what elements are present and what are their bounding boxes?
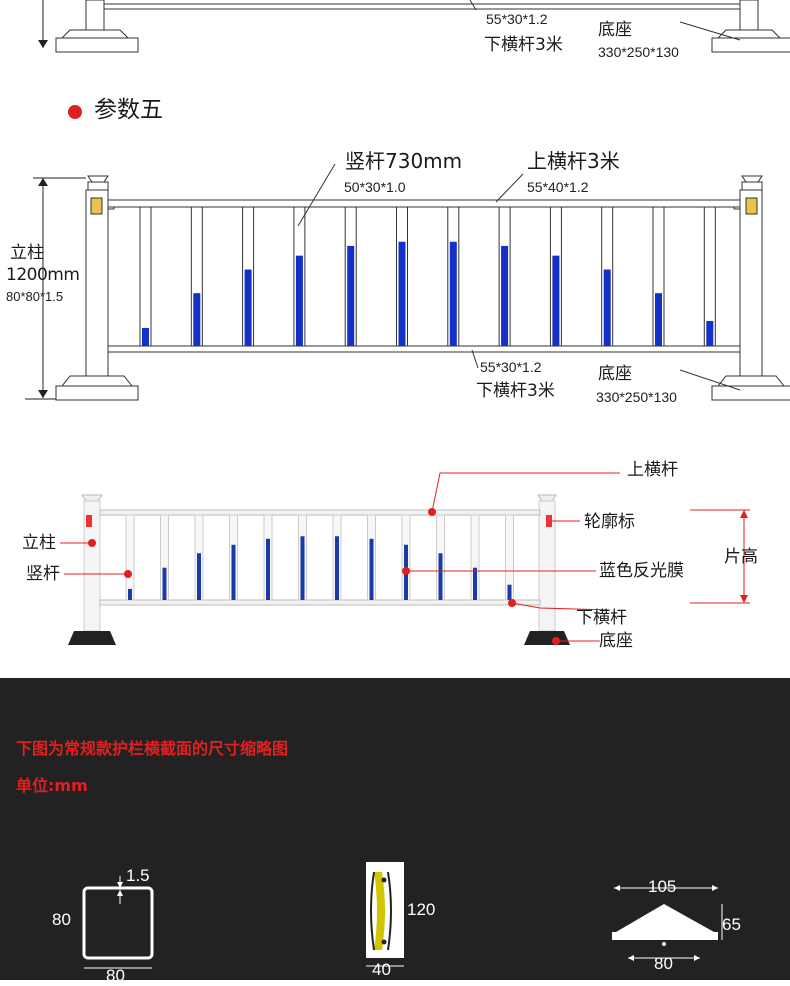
top-lower-rail-spec: 55*30*1.2 xyxy=(486,11,548,27)
fence-drawing xyxy=(25,163,790,401)
picket-reflective-film xyxy=(501,245,509,346)
post-spec: 80*80*1.5 xyxy=(6,289,64,304)
photo-left-base xyxy=(68,631,116,645)
upper-rail-label: 上横杆3米 xyxy=(527,149,620,173)
cap-section xyxy=(612,885,723,961)
picket-reflective-film xyxy=(347,245,355,346)
label-picket: 竖杆 xyxy=(26,564,60,584)
picket-label: 竖杆730mm xyxy=(345,149,463,173)
reflector-height: 120 xyxy=(407,900,436,919)
arrow-up-icon xyxy=(38,178,48,186)
labeled-fence-diagram xyxy=(60,472,750,645)
post-label: 立柱 xyxy=(10,243,44,263)
photo-picket-film xyxy=(128,588,132,600)
section-title: 参数五 xyxy=(94,97,163,123)
upper-rail xyxy=(107,199,741,208)
contour-marker-icon xyxy=(745,197,758,215)
photo-picket-film xyxy=(197,553,201,600)
cap-top-width: 105 xyxy=(648,877,677,896)
picket-reflective-film xyxy=(552,255,560,346)
upper-rail-leader xyxy=(495,173,524,203)
picket-reflective-film xyxy=(398,241,406,346)
top-lower-rail-label: 下横杆3米 xyxy=(484,35,563,55)
label-lower-rail: 下横杆 xyxy=(576,608,627,628)
picket-reflective-film xyxy=(655,293,662,346)
photo-picket-film xyxy=(507,584,512,600)
top-base-spec: 330*250*130 xyxy=(598,44,679,60)
lower-rail-label: 下横杆3米 xyxy=(476,381,555,401)
square-thickness: 1.5 xyxy=(126,866,150,885)
photo-picket-film xyxy=(438,553,443,600)
photo-pickets xyxy=(125,514,514,601)
lower-rail-leader xyxy=(471,349,479,369)
photo-picket-film xyxy=(266,538,270,600)
left-post xyxy=(55,175,139,401)
photo-picket-film xyxy=(300,536,305,600)
picket-reflective-film xyxy=(244,269,252,346)
picket xyxy=(139,206,152,347)
post-height: 1200mm xyxy=(6,265,80,285)
upper-rail-spec: 55*40*1.2 xyxy=(527,179,589,195)
cross-section-heading: 下图为常规款护栏横截面的尺寸缩略图 xyxy=(16,739,289,758)
photo-left-post xyxy=(68,494,116,645)
lower-rail xyxy=(107,345,741,353)
label-upper-rail: 上横杆 xyxy=(627,460,678,480)
photo-right-post xyxy=(524,494,570,645)
base-leader xyxy=(679,369,741,391)
reflector-yellow-strip xyxy=(374,872,385,950)
label-contour: 轮廓标 xyxy=(584,512,635,532)
top-base-label: 底座 xyxy=(598,20,632,40)
pickets xyxy=(139,206,716,347)
photo-contour-icon xyxy=(86,515,92,527)
cap-bottom-width: 80 xyxy=(654,954,673,973)
photo-picket-film xyxy=(162,567,167,600)
picket-reflective-film xyxy=(142,327,149,346)
picket-reflective-film xyxy=(449,241,457,346)
square-width: 80 xyxy=(106,966,125,985)
base-spec: 330*250*130 xyxy=(596,389,677,405)
reflector-width: 40 xyxy=(372,960,391,979)
bullet-icon xyxy=(68,105,82,119)
picket-reflective-film xyxy=(706,320,714,346)
arrow-down-icon xyxy=(38,390,48,398)
cap-height: 65 xyxy=(722,915,741,934)
reflector-section xyxy=(366,862,404,967)
label-reflective-film: 蓝色反光膜 xyxy=(599,561,684,581)
photo-picket-film xyxy=(473,567,477,600)
picket-reflective-film xyxy=(295,255,303,346)
top-fragment-drawing xyxy=(38,0,790,53)
picket-reflective-film xyxy=(193,293,201,346)
photo-right-base xyxy=(524,631,570,645)
photo-picket-film xyxy=(369,538,374,600)
lower-rail-spec: 55*30*1.2 xyxy=(480,359,542,375)
photo-contour-icon xyxy=(546,515,552,527)
label-height: 片高 xyxy=(724,547,758,567)
unit-label: 单位:mm xyxy=(16,776,88,795)
base-label: 底座 xyxy=(598,364,632,384)
photo-picket xyxy=(125,514,135,601)
picket-leader xyxy=(297,163,336,227)
right-post xyxy=(711,175,790,401)
photo-picket-film xyxy=(335,536,339,600)
square-tube-section xyxy=(82,876,154,969)
label-base: 底座 xyxy=(599,631,633,651)
picket-spec: 50*30*1.0 xyxy=(344,179,406,195)
photo-picket-film xyxy=(231,544,236,600)
square-height: 80 xyxy=(52,910,71,929)
contour-marker-icon xyxy=(90,197,103,215)
label-post: 立柱 xyxy=(22,533,56,553)
picket-reflective-film xyxy=(603,269,611,346)
